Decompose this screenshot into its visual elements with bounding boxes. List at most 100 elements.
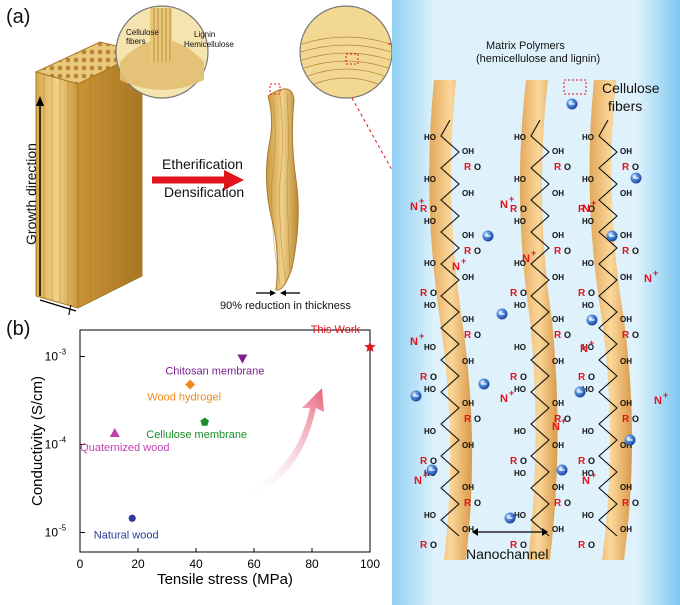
hydroxyl-label: OH: [620, 399, 632, 408]
r-group-label: R: [510, 288, 518, 299]
densified-wood: [265, 88, 299, 291]
fibers-label-2: fibers: [608, 98, 643, 114]
hydroxyl-label: HO: [514, 133, 526, 142]
data-label-natural-wood: Natural wood: [94, 529, 159, 541]
hydroxyl-label: HO: [424, 511, 436, 520]
r-group-label: R: [464, 162, 472, 173]
r-group-label: R: [510, 372, 518, 383]
zoom-label-cellulose: Cellulose fibers: [126, 28, 159, 46]
hydroxyl-label: OH: [620, 357, 632, 366]
r-group-label: R: [464, 414, 472, 425]
oxygen-label: O: [430, 288, 437, 298]
r-group-label: R: [554, 162, 562, 173]
hydroxyl-label: HO: [514, 469, 526, 478]
hydroxyl-label: OH: [462, 189, 474, 198]
hydroxyl-label: OH: [462, 525, 474, 534]
zoom-circle-2: [299, 5, 392, 99]
r-group-label: R: [420, 456, 428, 467]
ammonium-n-label: N: [644, 273, 652, 285]
cellulose-chain: [598, 119, 618, 537]
oxygen-label: O: [474, 498, 481, 508]
length-symbol: l: [68, 302, 72, 318]
r-group-label: R: [464, 330, 472, 341]
r-group-label: R: [510, 456, 518, 467]
hydroxyl-label: HO: [514, 427, 526, 436]
oxygen-label: O: [632, 246, 639, 256]
matrix-label-1: Matrix Polymers: [486, 40, 565, 52]
hydroxyl-label: HO: [582, 511, 594, 520]
oxygen-label: O: [588, 540, 595, 550]
hydroxyl-label: OH: [552, 273, 564, 282]
hydroxyl-label: OH: [620, 189, 632, 198]
zoom-label-hemicellulose: Hemicellulose: [184, 40, 234, 49]
hydroxyl-label: HO: [514, 301, 526, 310]
ammonium-charge-label: +: [591, 198, 596, 208]
r-group-label: R: [420, 204, 428, 215]
hydroxyl-label: OH: [620, 315, 632, 324]
ammonium-charge-label: +: [589, 338, 594, 348]
hydroxyl-label: HO: [582, 259, 594, 268]
ammonium-charge-label: +: [423, 470, 428, 480]
ammonium-n-label: N: [582, 203, 590, 215]
panel-a-label: (a): [6, 6, 31, 28]
hydroxyl-label: OH: [620, 231, 632, 240]
oxygen-label: O: [632, 330, 639, 340]
y-tick-label: 10: [45, 349, 59, 363]
hydroxyl-label: OH: [462, 273, 474, 282]
oxygen-label: O: [632, 414, 639, 424]
hydroxyl-label: HO: [514, 259, 526, 268]
x-tick-label: 80: [305, 557, 319, 571]
data-point-cellulose-membrane: [200, 417, 209, 426]
hydroxyl-label: HO: [582, 469, 594, 478]
wood-block-side: [77, 51, 143, 309]
oxygen-label: O: [474, 414, 481, 424]
oxygen-label: O: [430, 456, 437, 466]
ammonium-charge-label: +: [653, 268, 658, 278]
x-tick-label: 0: [77, 557, 84, 571]
fiber-middle: [519, 80, 558, 560]
process-label-1: Etherification: [162, 156, 243, 172]
hydroxyl-label: HO: [424, 343, 436, 352]
ammonium-charge-label: +: [561, 416, 566, 426]
ammonium-n-label: N: [552, 421, 560, 433]
hydroxyl-label: OH: [552, 483, 564, 492]
r-group-label: R: [578, 456, 586, 467]
hydroxyl-label: HO: [424, 217, 436, 226]
hydroxyl-label: HO: [424, 427, 436, 436]
matrix-label-2: (hemicellulose and lignin): [476, 53, 601, 65]
ammonium-n-label: N: [500, 199, 508, 211]
hydroxyl-label: OH: [552, 315, 564, 324]
r-group-label: R: [622, 162, 630, 173]
hydroxyl-label: OH: [462, 441, 474, 450]
r-group-label: R: [578, 204, 586, 215]
oxygen-label: O: [564, 162, 571, 172]
hydroxyl-label: HO: [582, 343, 594, 352]
oxygen-label: O: [520, 456, 527, 466]
process-label-2: Densification: [164, 184, 245, 200]
oxygen-label: O: [474, 162, 481, 172]
data-label-wood-hydrogel: Wood hydrogel: [147, 392, 221, 404]
data-point-natural-wood: [128, 514, 136, 522]
zoom-label-lignin: Lignin: [194, 30, 216, 39]
oxygen-label: O: [588, 288, 595, 298]
hydroxyl-label: HO: [514, 217, 526, 226]
data-label-this-work: This Work: [311, 324, 361, 336]
ammonium-n-label: N: [582, 475, 590, 487]
oxygen-label: O: [520, 540, 527, 550]
hydroxyl-label: OH: [620, 525, 632, 534]
ammonium-n-label: N: [452, 261, 460, 273]
hydroxyl-label: OH: [462, 315, 474, 324]
ammonium-charge-label: +: [461, 256, 466, 266]
r-group-label: R: [622, 414, 630, 425]
oxygen-label: O: [588, 204, 595, 214]
r-group-label: R: [510, 540, 518, 551]
data-point-this-work: [364, 341, 376, 352]
length-arrow: [39, 299, 77, 312]
r-group-label: R: [510, 204, 518, 215]
hydroxyl-label: HO: [582, 301, 594, 310]
hydroxyl-label: OH: [552, 525, 564, 534]
